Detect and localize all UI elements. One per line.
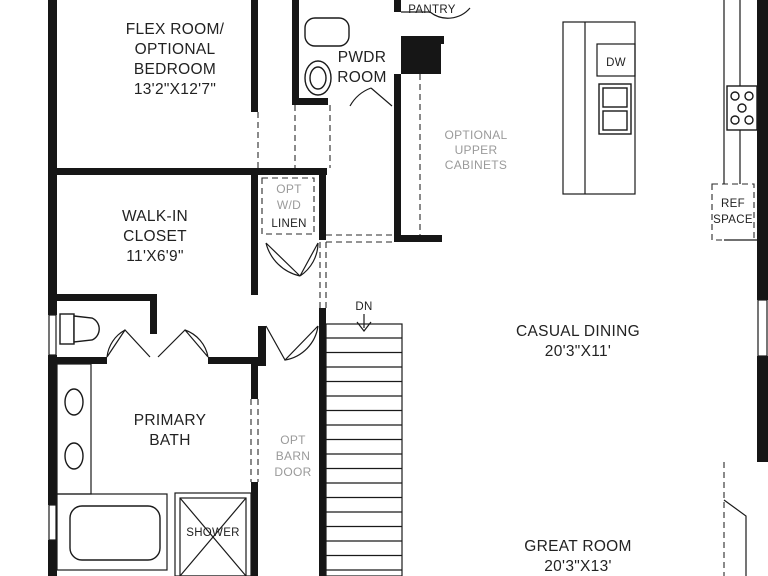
wall-hall-stub (258, 326, 266, 366)
doors (106, 7, 471, 361)
wall-pantry-block (401, 44, 441, 74)
powder-door (349, 87, 393, 107)
shower-icon (174, 492, 252, 576)
barn-door-label-3: DOOR (274, 465, 311, 479)
exterior-wall-right-middle (757, 356, 768, 462)
window-dining (757, 299, 768, 357)
wd-linen-label-3: LINEN (271, 218, 306, 230)
exterior-wall-left-lower (48, 355, 57, 505)
wall-powder-left (292, 0, 299, 105)
wall-toilet-nook-right (150, 294, 157, 334)
exterior-wall-left-middle (48, 175, 57, 315)
stair-outline (325, 323, 403, 576)
kitchen-island (562, 21, 636, 195)
upper-cabinets-label-2: UPPER (455, 143, 498, 157)
dishwasher (596, 43, 636, 77)
wall-closet-right (251, 175, 258, 295)
wall-cabinet-bottom (394, 235, 442, 242)
closet-door-1 (106, 329, 151, 358)
wall-linen-right (319, 168, 326, 240)
wall-bath-right-lower (251, 482, 258, 576)
pantry-label: PANTRY (408, 4, 455, 16)
stairs-direction-label: DN (355, 301, 372, 313)
linen-door-2 (299, 242, 319, 277)
exterior-wall-left-upper (48, 0, 57, 175)
toilet-powder-icon (304, 17, 350, 96)
walk-in-closet-label-1: WALK-IN (122, 208, 188, 225)
powder-room-label-1: PWDR (338, 49, 387, 66)
barn-door-label-2: BARN (276, 449, 311, 463)
great-room-label: GREAT ROOM (524, 538, 632, 555)
wall-flex-room-right (251, 0, 258, 112)
powder-room-label-2: ROOM (337, 69, 386, 86)
wall-powder-right-top (394, 0, 401, 12)
sink-1-icon (64, 388, 84, 416)
wd-linen-label-1: OPT (276, 182, 302, 196)
ref-space-label-2: SPACE (713, 214, 753, 226)
walls (48, 0, 768, 576)
labels: FLEX ROOM/ OPTIONAL BEDROOM 13'2"X12'7" … (122, 4, 753, 575)
great-room-dimensions: 20'3"X13' (544, 558, 612, 575)
wall-toilet-nook-bottom (57, 357, 107, 364)
stairs (325, 314, 403, 576)
hall-door (265, 325, 319, 361)
optional-lines (250, 74, 755, 576)
linen-door-1 (265, 242, 301, 277)
wall-cabinet-column (394, 74, 401, 242)
closet-door-2 (157, 329, 209, 358)
ref-space-label-1: REF (721, 198, 745, 210)
sink-2-icon (64, 442, 84, 470)
exterior-wall-left-bottom (48, 540, 57, 576)
casual-dining-label: CASUAL DINING (516, 323, 640, 340)
wall-bath-right-upper (251, 357, 258, 399)
flex-room-label-1: FLEX ROOM/ (126, 21, 225, 38)
shower-label: SHOWER (186, 527, 240, 539)
walk-in-closet-label-2: CLOSET (123, 228, 187, 245)
upper-cabinets-label-3: CABINETS (445, 158, 507, 172)
walk-in-closet-dimensions: 11'X6'9" (126, 248, 184, 265)
bathtub-basin-icon (69, 505, 161, 561)
bathtub (56, 493, 168, 571)
cooktop-icon (726, 85, 758, 131)
flex-room-label-3: BEDROOM (134, 61, 216, 78)
wall-bath-top-right (208, 357, 258, 364)
fixtures (56, 0, 758, 576)
primary-bath-label-1: PRIMARY (134, 412, 206, 429)
dishwasher-label: DW (606, 57, 626, 69)
wall-stair-left (319, 308, 326, 576)
stair-arrow-head-icon (356, 321, 372, 332)
flex-room-label-2: OPTIONAL (135, 41, 216, 58)
exterior-wall-right-upper (757, 0, 768, 300)
toilet-primary-bath-icon (59, 313, 100, 345)
wall-powder-bottom (292, 98, 328, 105)
barn-door-label-1: OPT (280, 433, 306, 447)
dash-wd-linen (261, 177, 315, 235)
flex-room-dimensions: 13'2"X12'7" (134, 81, 216, 98)
window-bath (48, 504, 57, 541)
primary-bath-label-2: BATH (149, 432, 190, 449)
island-sink-icon (598, 83, 632, 135)
casual-dining-dimensions: 20'3"X11' (545, 343, 611, 360)
wd-linen-label-2: W/D (277, 198, 301, 212)
window-closet (48, 314, 57, 356)
windows (48, 299, 768, 541)
fireplace-outline (723, 499, 747, 576)
dash-ref-space (711, 183, 755, 241)
upper-cabinets-label-1: OPTIONAL (444, 128, 507, 142)
wall-closet-bottom (57, 294, 157, 301)
pantry-door (401, 7, 471, 19)
wall-flex-room-bottom (57, 168, 327, 175)
wall-pantry-bottom (401, 36, 444, 44)
vanity-counter (56, 363, 92, 495)
